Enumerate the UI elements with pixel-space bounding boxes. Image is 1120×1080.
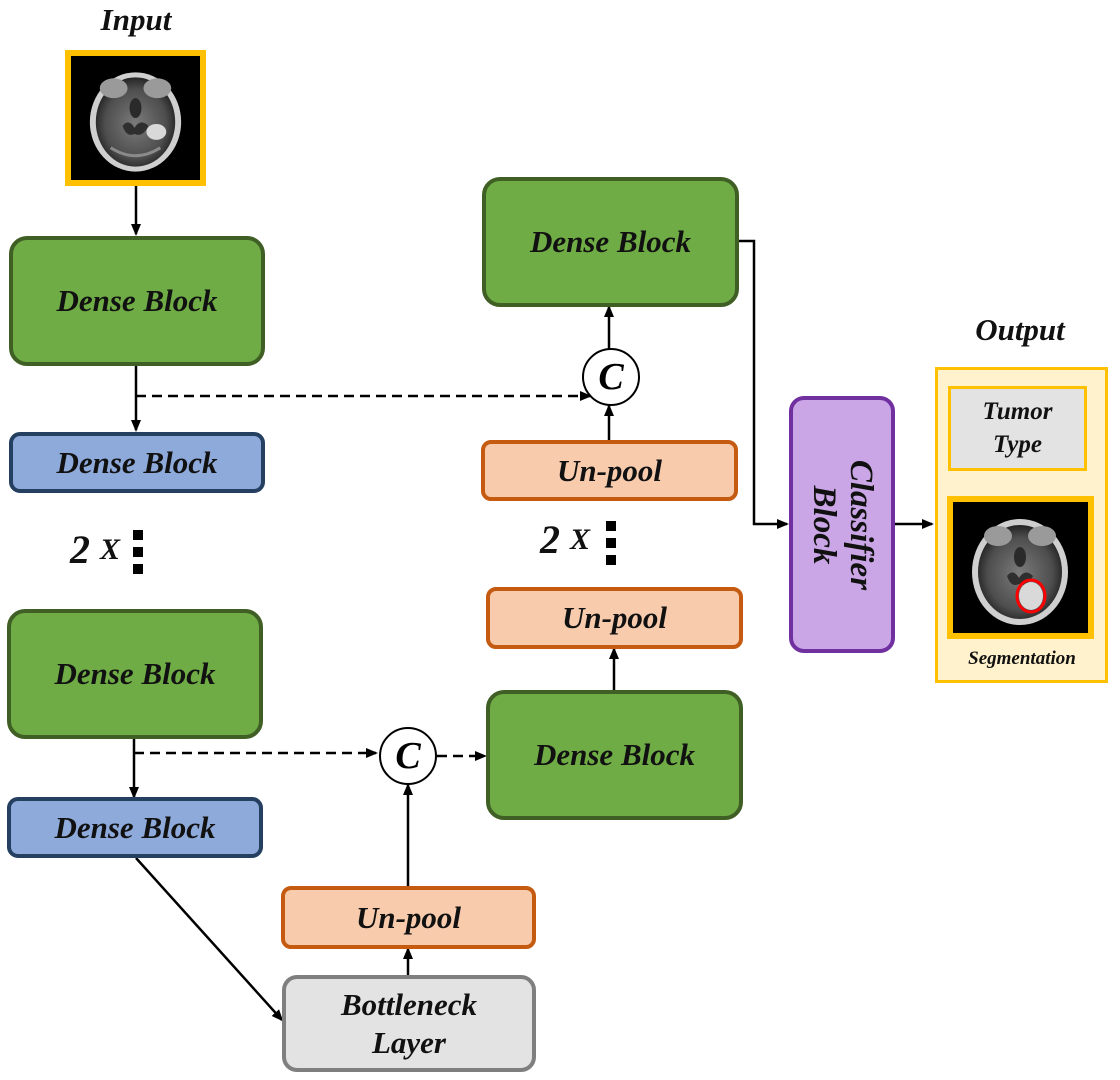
classifier-block: Classifier Block (789, 396, 895, 653)
decoder-ellipsis-icon (606, 521, 616, 565)
bottleneck-label: Bottleneck Layer (340, 987, 478, 1060)
arrow-dense-upper-to-classifier (738, 239, 789, 529)
decoder-repeat-label: 2 X (540, 516, 590, 563)
encoder-repeat-count: 2 (70, 527, 90, 572)
decoder-dense-block-lower: Dense Block (486, 690, 743, 820)
tumor-type-box: Tumor Type (948, 386, 1087, 471)
decoder-dense-block-upper: Dense Block (482, 177, 739, 307)
encoder-ellipsis-icon (133, 530, 143, 574)
segmentation-caption: Segmentation (968, 648, 1076, 669)
segmentation-brain-scan-icon (953, 502, 1088, 633)
concat-node-lower: C (379, 727, 437, 785)
output-heading: Output (975, 312, 1065, 347)
decoder-unpool-middle: Un-pool (486, 587, 743, 649)
encoder-repeat-label: 2 X (70, 526, 120, 573)
segmentation-mri-image (947, 496, 1094, 639)
classifier-label: Classifier Block (806, 459, 879, 590)
concat-node-upper: C (582, 348, 640, 406)
bottleneck-layer: Bottleneck Layer (282, 975, 536, 1072)
tumor-type-label: Tumor Type (982, 398, 1053, 458)
decoder-unpool-bottom: Un-pool (281, 886, 536, 949)
encoder-dense-block-1: Dense Block (9, 236, 265, 366)
encoder-dense-block-3: Dense Block (7, 609, 263, 739)
input-brain-scan-icon (71, 56, 200, 180)
encoder-repeat-symbol: X (100, 532, 121, 566)
decoder-unpool-upper: Un-pool (481, 440, 738, 501)
input-heading: Input (100, 2, 172, 37)
decoder-repeat-count: 2 (540, 517, 560, 562)
decoder-repeat-symbol: X (570, 522, 591, 556)
tumor-outline (1015, 578, 1047, 614)
arrow-dense-blue-to-bottleneck (135, 857, 284, 1022)
encoder-dense-block-2: Dense Block (9, 432, 265, 493)
encoder-dense-block-4: Dense Block (7, 797, 263, 858)
input-mri-image (65, 50, 206, 186)
